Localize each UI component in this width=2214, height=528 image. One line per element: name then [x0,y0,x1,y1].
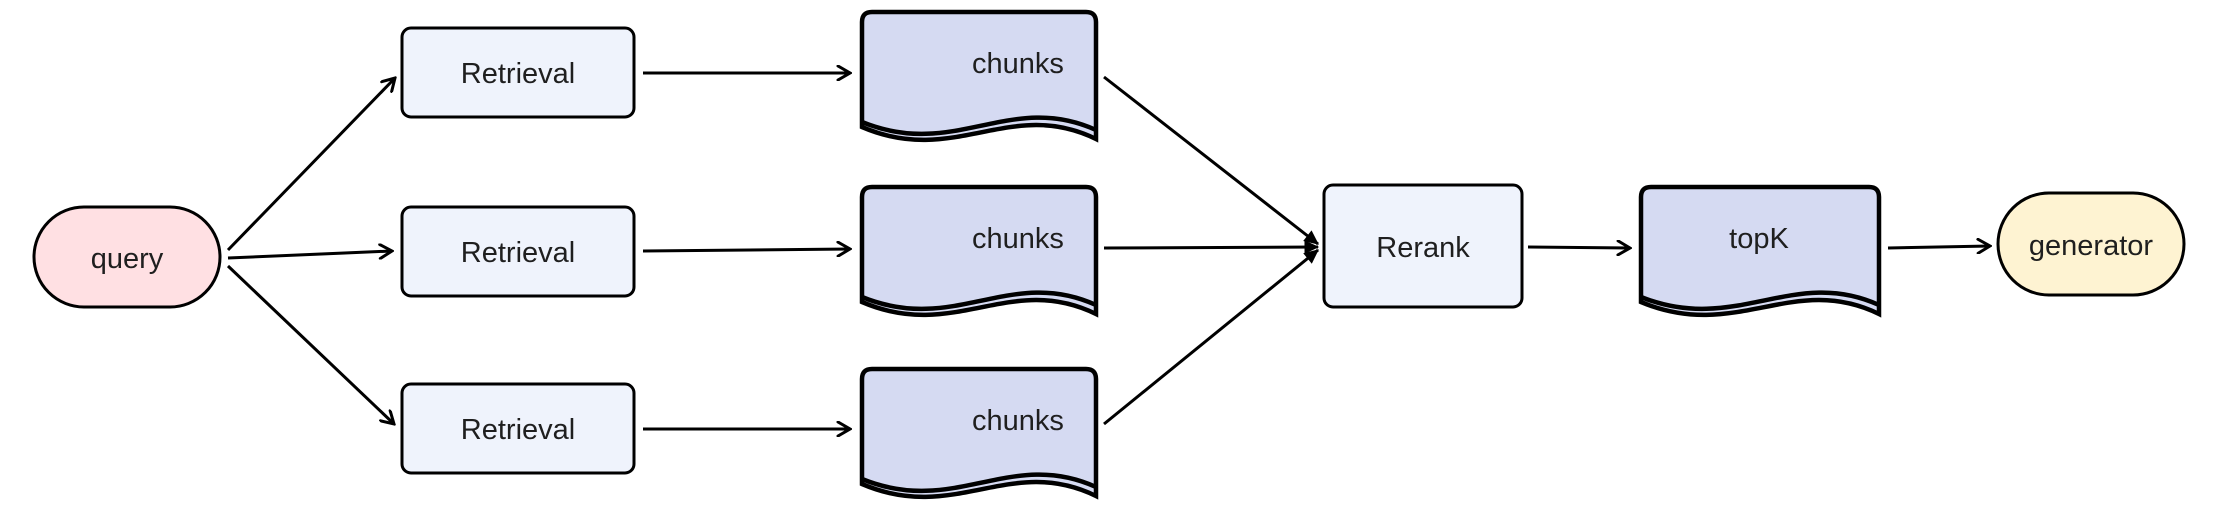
retrieval-node-3: Retrieval [400,382,636,475]
query-label: query [91,243,164,275]
query-node: query [32,205,222,309]
edge-retrieval-2-to-chunks-2 [642,249,850,251]
retrieval-1-label: Retrieval [461,58,575,90]
edge-chunks-1-to-rerank [1103,75,1319,246]
generator-node: generator [1996,191,2186,297]
rerank-node: Rerank [1322,183,1524,309]
generator-label: generator [2029,230,2153,262]
edge-query-to-retrieval-1 [226,78,395,252]
chunks-3-label: chunks [972,405,1064,437]
topk-label: topK [1729,223,1789,255]
edge-chunks-3-to-rerank [1103,248,1319,426]
chunks-2-label: chunks [972,223,1064,255]
edge-topk-to-generator [1887,246,1990,248]
edge-query-to-retrieval-3 [226,264,394,424]
chunks-document-2: chunks [859,184,1099,318]
retrieval-2-label: Retrieval [461,237,575,269]
edge-chunks-2-to-rerank [1103,240,1320,254]
retrieval-3-label: Retrieval [461,414,575,446]
chunks-document-3: chunks [859,366,1099,500]
edges [226,73,1990,429]
edge-rerank-to-topk [1527,247,1630,248]
chunks-1-label: chunks [972,48,1064,80]
retrieval-node-1: Retrieval [400,26,636,119]
rerank-label: Rerank [1376,232,1470,264]
chunks-document-1: chunks [859,9,1099,143]
edge-query-to-retrieval-2 [227,251,392,258]
retrieval-node-2: Retrieval [400,205,636,298]
topk-document: topK [1638,184,1882,318]
